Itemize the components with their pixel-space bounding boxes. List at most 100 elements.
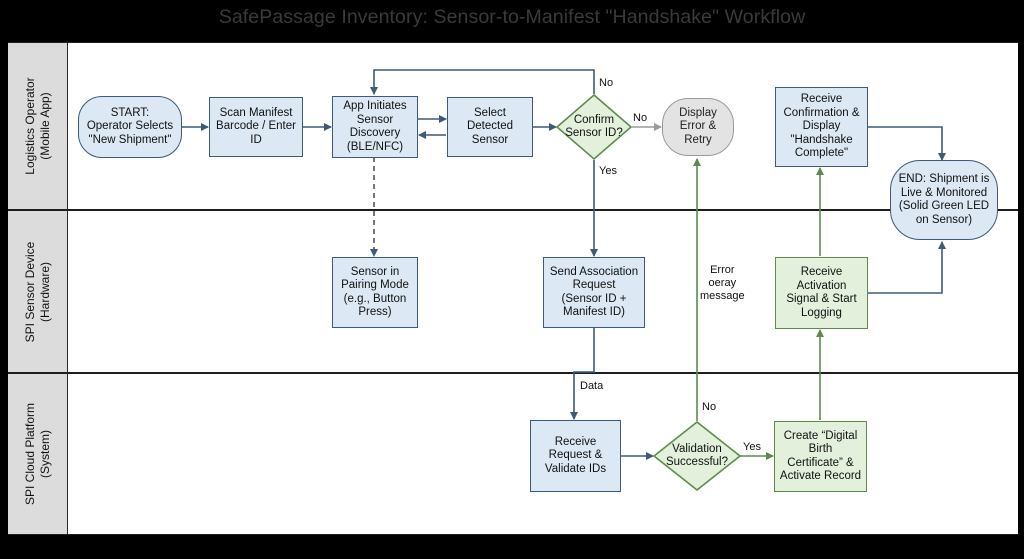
confirm-yes-label: Yes [599,165,617,177]
text-line: Signal & Start [786,293,857,305]
lane-label: SPI Cloud Platform(System) [23,403,53,505]
decision-diamond [555,93,633,161]
text-line: Retry [684,133,712,146]
text-line: Barcode / Enter [216,120,296,133]
text-line: Sensor [471,133,509,146]
text-line: Logistics Operator [23,77,37,175]
text-line: Successful? [665,456,728,468]
text-line: Receive [800,266,843,278]
text-line: Complete" [794,147,849,160]
validation-no-label: No [702,401,717,413]
lane-header: Logistics Operator(Mobile App) [8,43,68,209]
text-line: Request [572,279,616,291]
text-line: Logging [801,306,842,319]
text-line: Operator Selects [86,120,174,133]
text-line: App Initiates [343,100,407,112]
text-line: (e.g., Button [343,292,407,305]
text-line: Sensor in [350,265,400,278]
text-line: Detected [466,120,514,133]
text-line: Validation [672,442,722,455]
validation-yes-label: Yes [743,441,761,453]
text-line: (System) [38,430,52,479]
text-line: Activation [796,279,847,292]
text-line: END: Shipment is [898,173,990,185]
text-line: (Mobile App) [38,92,52,160]
text-lines: Logistics Operator(Mobile App) [23,77,53,174]
text-line: Display [802,120,841,133]
text-line: (Solid Green LED [898,200,990,212]
text-line: Pairing Mode [341,279,409,291]
text-line: START: [110,106,150,119]
text-line: Validate IDs [544,462,607,475]
text-line: Sensor [356,113,394,126]
text-line: Request & [548,449,603,462]
text-line: Error [710,264,735,276]
text-line: Live & Monitored [900,186,988,199]
text-line: "New Shipment" [88,133,172,146]
text-line: ID [250,133,262,146]
text-line: on Sensor) [915,213,973,226]
text-line: Confirm [573,113,615,126]
text-line: Birth [808,443,833,455]
text-line: Sensor ID? [565,127,623,139]
text-lines: SPI Sensor Device(Hardware) [23,241,53,342]
text-line: (Hardware) [38,261,52,322]
lane-header: SPI Sensor Device(Hardware) [8,211,68,372]
text-line: Receive [554,435,597,448]
confirm-no-top-label: No [599,77,614,89]
text-line: (BLE/NFC) [346,140,404,153]
text-line: oeray [708,277,737,289]
text-line: Activate Record [779,470,862,482]
text-line: SPI Cloud Platform [23,402,37,506]
start-node: START:Operator Selects"New Shipment" [78,96,182,158]
text-line: Scan Manifest [219,106,293,119]
decision-diamond [652,420,742,492]
text-line: (Sensor ID + [561,292,627,305]
text-line: message [700,290,745,302]
diagram-title: SafePassage Inventory: Sensor-to-Manifes… [218,6,806,28]
data-label: Data [580,380,604,392]
text-line: SPI Sensor Device [23,241,37,342]
text-line: Manifest ID) [562,306,625,318]
text-line: Certificate” & [787,456,854,469]
text-line: Send Association [549,265,639,278]
text-lines: START:Operator Selects"New Shipment" [87,107,173,148]
text-line: Error & [679,120,717,133]
lane-label: SPI Sensor Device(Hardware) [23,241,53,342]
text-line: "Handshake [790,133,853,146]
text-line: Display [679,106,717,119]
text-line: Press) [358,306,392,318]
text-line: Confirmation & [783,106,860,119]
text-line: Receive [800,93,843,106]
